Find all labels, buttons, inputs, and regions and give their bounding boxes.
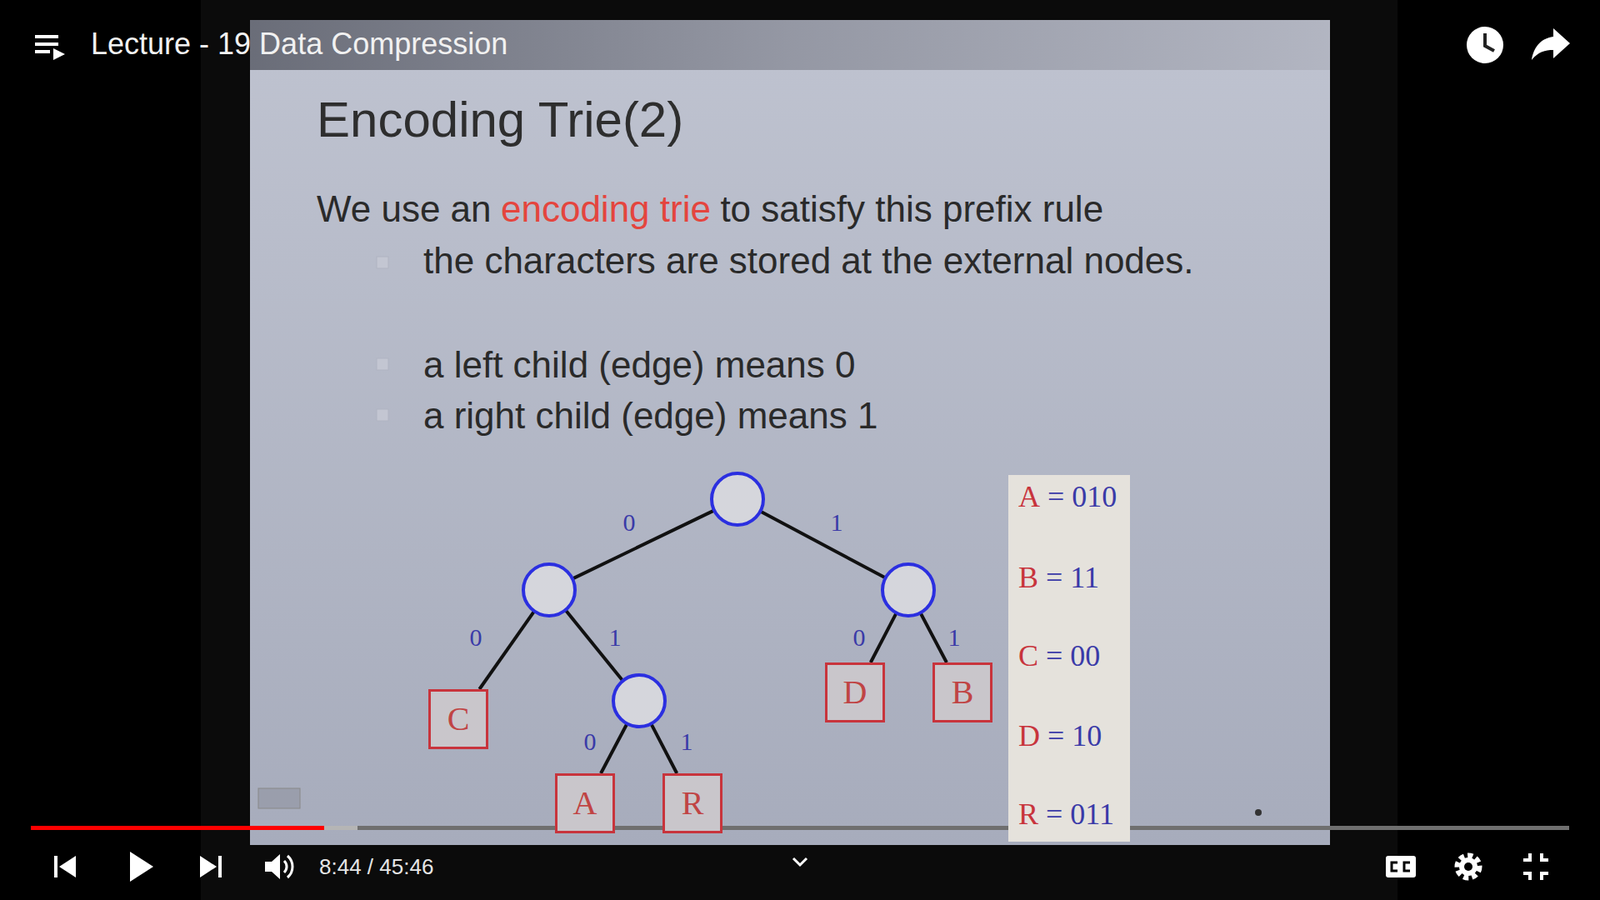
leaf-letter: A <box>573 784 598 823</box>
next-icon <box>200 855 222 878</box>
edge-bit-label: 1 <box>948 623 961 652</box>
captions-icon <box>1385 855 1416 878</box>
trie-internal-node <box>880 561 937 619</box>
trie-internal-node <box>709 470 766 528</box>
slide-dot <box>1255 809 1262 816</box>
lead-line: We use anencoding trieto satisfy this pr… <box>316 186 1114 232</box>
code-value: = 011 <box>1045 797 1115 831</box>
trie-edge <box>600 724 627 774</box>
slide-title: Encoding Trie(2) <box>316 90 684 150</box>
leaf-letter: D <box>843 673 868 712</box>
trie-leaf-box: D <box>825 662 885 723</box>
trie-edge <box>760 511 885 578</box>
previous-icon <box>54 855 76 878</box>
leaf-letter: B <box>951 673 975 712</box>
trie-leaf-box: C <box>428 689 489 750</box>
node-circle <box>523 564 575 616</box>
code-symbol: C <box>1018 639 1039 673</box>
node-circle <box>882 564 935 616</box>
play-icon <box>130 851 154 882</box>
bullet-text: a right child (edge) means 1 <box>423 395 878 436</box>
trie-leaf-box: B <box>932 662 993 723</box>
trie-internal-node <box>610 672 668 730</box>
node-outline <box>880 561 937 619</box>
code-symbol: A <box>1018 480 1040 514</box>
trie-edge <box>651 724 677 774</box>
time-text: 8:44 / 45:46 <box>319 854 434 880</box>
code-row: B= 11 <box>1018 557 1100 598</box>
code-row: C= 00 <box>1018 635 1100 676</box>
edge-bit-label: 0 <box>584 727 597 756</box>
trie-edge <box>565 610 623 680</box>
slide-icon <box>258 788 300 809</box>
clock-icon <box>1466 26 1504 64</box>
bullet-square <box>376 256 389 269</box>
edge-bit-label: 1 <box>680 727 694 756</box>
trie-internal-node <box>520 561 578 619</box>
bullet-line: a left child (edge) means 0 <box>423 339 856 390</box>
code-value: = 11 <box>1045 560 1100 595</box>
progress-track <box>30 825 1570 830</box>
node-outline <box>610 672 668 730</box>
slide-background <box>250 20 1330 845</box>
node-outline <box>520 561 578 619</box>
edge-bit-label: 1 <box>609 623 622 652</box>
progress-played <box>30 825 325 830</box>
settings-icon <box>1457 855 1480 878</box>
bullet-text: the characters are stored at the externa… <box>423 240 1195 281</box>
trie-leaf-box: A <box>555 773 615 834</box>
bullet-square <box>376 409 389 421</box>
bullet-line: a right child (edge) means 1 <box>423 390 878 441</box>
code-symbol: B <box>1018 560 1039 595</box>
bullet-square <box>376 358 389 370</box>
code-value: = 010 <box>1047 480 1117 514</box>
code-row: R= 011 <box>1018 794 1115 835</box>
code-symbol: R <box>1018 797 1039 831</box>
fullscreen-exit-icon <box>1523 853 1549 880</box>
share-icon <box>1531 28 1570 60</box>
time-display: 8:44 / 45:46 <box>319 853 434 880</box>
volume-icon <box>265 854 293 880</box>
code-row: D= 10 <box>1018 715 1102 756</box>
node-circle <box>711 473 764 525</box>
video-area <box>200 0 1398 900</box>
trie-leaf-box: R <box>662 773 723 834</box>
code-row: A= 010 <box>1018 476 1117 517</box>
highlight-text: encoding trie <box>500 188 711 230</box>
video-title-text: Lecture - 19 Data Compression <box>90 26 508 61</box>
chevron-icon <box>793 858 807 865</box>
trie-edge <box>920 613 947 663</box>
code-value: = 00 <box>1045 639 1100 673</box>
lead-text: to satisfy this prefix rule <box>720 188 1104 230</box>
lead-text: We use an <box>316 188 492 230</box>
playlist-icon <box>35 35 65 60</box>
edge-bit-label: 0 <box>623 508 636 537</box>
bullet-line: the characters are stored at the externa… <box>423 235 1224 286</box>
node-outline <box>709 470 766 528</box>
edge-bit-label: 1 <box>830 508 844 537</box>
code-symbol: D <box>1018 719 1040 753</box>
leaf-letter: R <box>681 784 705 823</box>
edge-bit-label: 0 <box>853 623 866 652</box>
code-value: = 10 <box>1047 719 1102 753</box>
node-circle <box>613 675 665 727</box>
video-title: Lecture - 19 Data Compression <box>90 25 508 63</box>
trie-edge <box>479 611 534 690</box>
progress-buffered <box>324 825 358 830</box>
bullet-text: a left child (edge) means 0 <box>423 344 856 385</box>
trie-edge <box>870 613 896 663</box>
edge-bit-label: 0 <box>470 623 483 652</box>
trie-edge <box>573 510 714 579</box>
leaf-letter: C <box>447 700 470 739</box>
